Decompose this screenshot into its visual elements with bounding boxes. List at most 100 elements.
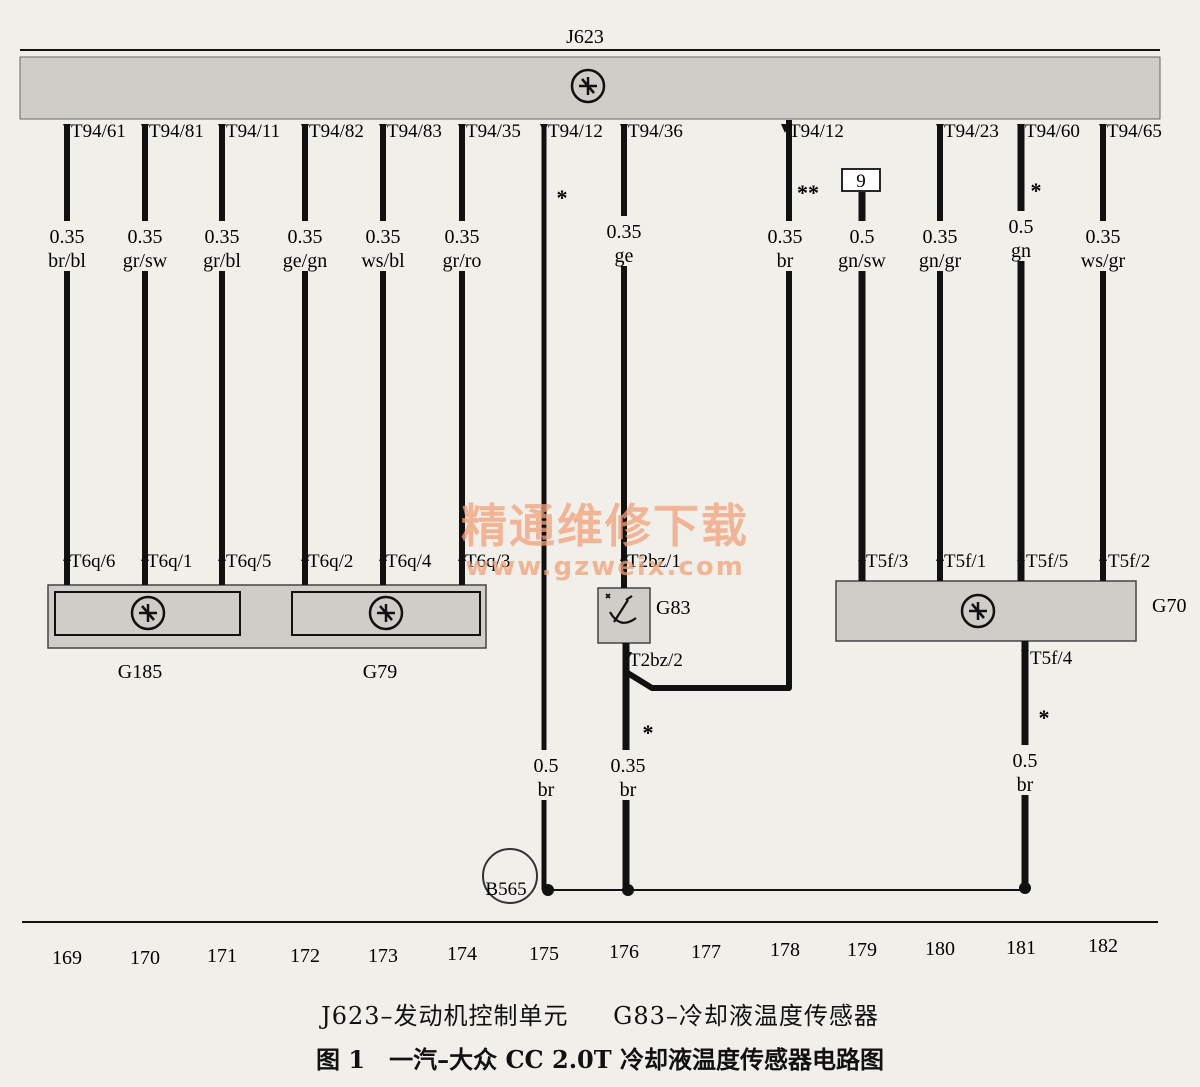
column-number: 169 bbox=[52, 947, 82, 969]
g83-pin2-label: T2bz/2 bbox=[629, 650, 683, 671]
connector-pin-label: T6q/2 bbox=[308, 551, 353, 572]
watermark-url: www.gzweix.com bbox=[465, 552, 745, 582]
ecu-pin-label: T94/81 bbox=[149, 121, 204, 142]
column-number: 175 bbox=[529, 943, 559, 965]
g83-sensor bbox=[597, 587, 651, 644]
wire-gauge: 0.35 bbox=[50, 226, 85, 248]
ecu-symbol-icon bbox=[570, 68, 606, 104]
pin-arrow-icon bbox=[781, 124, 789, 133]
g79-box bbox=[291, 591, 481, 636]
wire-color: gr/sw bbox=[123, 250, 168, 272]
column-number: 172 bbox=[290, 945, 320, 967]
ecu-pin-label: T94/12 bbox=[548, 121, 603, 142]
wire-gauge: 0.5 bbox=[850, 226, 875, 248]
lower-wire-gauge: 0.5 bbox=[1013, 750, 1038, 772]
connector-pin-label: T5f/1 bbox=[944, 551, 986, 572]
connector-pin-label: T6q/4 bbox=[386, 551, 432, 572]
ground-label: B565 bbox=[485, 879, 526, 900]
wire-color: gn/gr bbox=[919, 250, 962, 272]
lower-wire-color: br bbox=[620, 779, 637, 801]
lower-wire-gauge: 0.35 bbox=[611, 755, 646, 777]
connector-pin-label: T6q/6 bbox=[70, 551, 115, 572]
lower-wire-color: br bbox=[1017, 774, 1034, 796]
pin-arrow-icon bbox=[218, 124, 226, 133]
wire-color: br/bl bbox=[48, 250, 86, 272]
wire-gauge: 0.35 bbox=[1086, 226, 1121, 248]
connector-arrow-icon bbox=[858, 552, 866, 561]
legend: J623–发动机控制单元 G83–冷却液温度传感器 bbox=[0, 996, 1200, 1031]
column-number: 173 bbox=[368, 945, 398, 967]
connector-arrow-icon bbox=[620, 552, 628, 561]
column-number: 174 bbox=[447, 943, 477, 965]
wire-label-bg bbox=[277, 221, 333, 271]
pin-arrow-icon bbox=[1099, 124, 1107, 133]
connector-arrow-icon bbox=[458, 552, 466, 561]
wire-color: br bbox=[777, 250, 794, 272]
pin-arrow-icon bbox=[379, 124, 387, 133]
wire-color: gr/bl bbox=[203, 250, 241, 272]
ecu-pin-label: T94/11 bbox=[226, 121, 280, 142]
connector-pin-label: T6q/3 bbox=[465, 551, 510, 572]
pin-arrow-icon bbox=[1017, 124, 1025, 133]
g70-pin4-arrow-icon bbox=[1021, 650, 1029, 658]
watermark-cn: 精通维修下载 bbox=[461, 499, 749, 553]
lower-wire-mark: * bbox=[643, 720, 654, 745]
ecu-pin-label: T94/36 bbox=[628, 121, 683, 142]
ecu-pin-label: T94/82 bbox=[309, 121, 364, 142]
wire-label-bg bbox=[39, 221, 95, 271]
lower-wire-label-bg bbox=[999, 745, 1051, 795]
g185-g79-module bbox=[47, 584, 487, 649]
ecu-pin-label: T94/65 bbox=[1107, 121, 1162, 142]
g79-symbol-icon bbox=[368, 595, 404, 631]
wire-color: gn bbox=[1011, 240, 1031, 262]
ground-point bbox=[482, 848, 538, 904]
pin-arrow-icon bbox=[301, 124, 309, 133]
connector-box bbox=[841, 168, 881, 192]
wire-label-bg bbox=[355, 221, 411, 271]
g185-symbol-icon bbox=[130, 595, 166, 631]
pin-arrow-icon bbox=[458, 124, 466, 133]
wire-label-bg bbox=[757, 221, 813, 271]
wire-gauge: 0.35 bbox=[923, 226, 958, 248]
ecu-pin-label: T94/61 bbox=[71, 121, 126, 142]
ecu-label: J623 bbox=[566, 26, 604, 48]
wire-gauge: 0.35 bbox=[445, 226, 480, 248]
pin-arrow-icon bbox=[141, 124, 149, 133]
wire-gauge: 0.5 bbox=[1009, 216, 1034, 238]
g70-label: G70 bbox=[1152, 595, 1186, 617]
lower-wire-label-bg bbox=[602, 750, 654, 800]
connector-arrow-icon bbox=[936, 552, 944, 561]
wire-color: gr/ro bbox=[443, 250, 482, 272]
g83-label: G83 bbox=[656, 597, 690, 619]
g185-label: G185 bbox=[118, 661, 162, 683]
g79-label: G79 bbox=[363, 661, 397, 683]
ecu-pin-label: T94/35 bbox=[466, 121, 521, 142]
pin-arrow-icon bbox=[620, 124, 628, 133]
wire-label-bg bbox=[596, 216, 652, 266]
lower-wire-mark: * bbox=[1039, 705, 1050, 730]
wire-gauge: 0.35 bbox=[288, 226, 323, 248]
connector-arrow-icon bbox=[218, 552, 226, 561]
wire-color: ge bbox=[615, 245, 634, 267]
column-number: 181 bbox=[1006, 937, 1036, 959]
g83-pin2-arrow-icon bbox=[624, 652, 632, 660]
column-number: 176 bbox=[609, 941, 639, 963]
ecu-pin-label: T94/23 bbox=[944, 121, 999, 142]
connector-arrow-icon bbox=[301, 552, 309, 561]
wire-mark: * bbox=[1031, 178, 1042, 203]
column-number: 180 bbox=[925, 938, 955, 960]
wire-mark: * bbox=[557, 185, 568, 210]
connector-pin-label: T2bz/1 bbox=[627, 551, 681, 572]
connector-pin-label: T6q/1 bbox=[147, 551, 192, 572]
connector-arrow-icon bbox=[1099, 552, 1107, 561]
lower-wire-label-bg bbox=[520, 750, 572, 800]
lower-wire-color: br bbox=[538, 779, 555, 801]
column-number: 177 bbox=[691, 941, 721, 963]
connector-arrow-icon bbox=[63, 552, 71, 561]
wire-label-bg bbox=[993, 211, 1049, 261]
connector-pin-label: T6q/5 bbox=[226, 551, 271, 572]
connector-pin-label: T5f/3 bbox=[866, 551, 908, 572]
wire-color: gn/sw bbox=[838, 250, 886, 272]
